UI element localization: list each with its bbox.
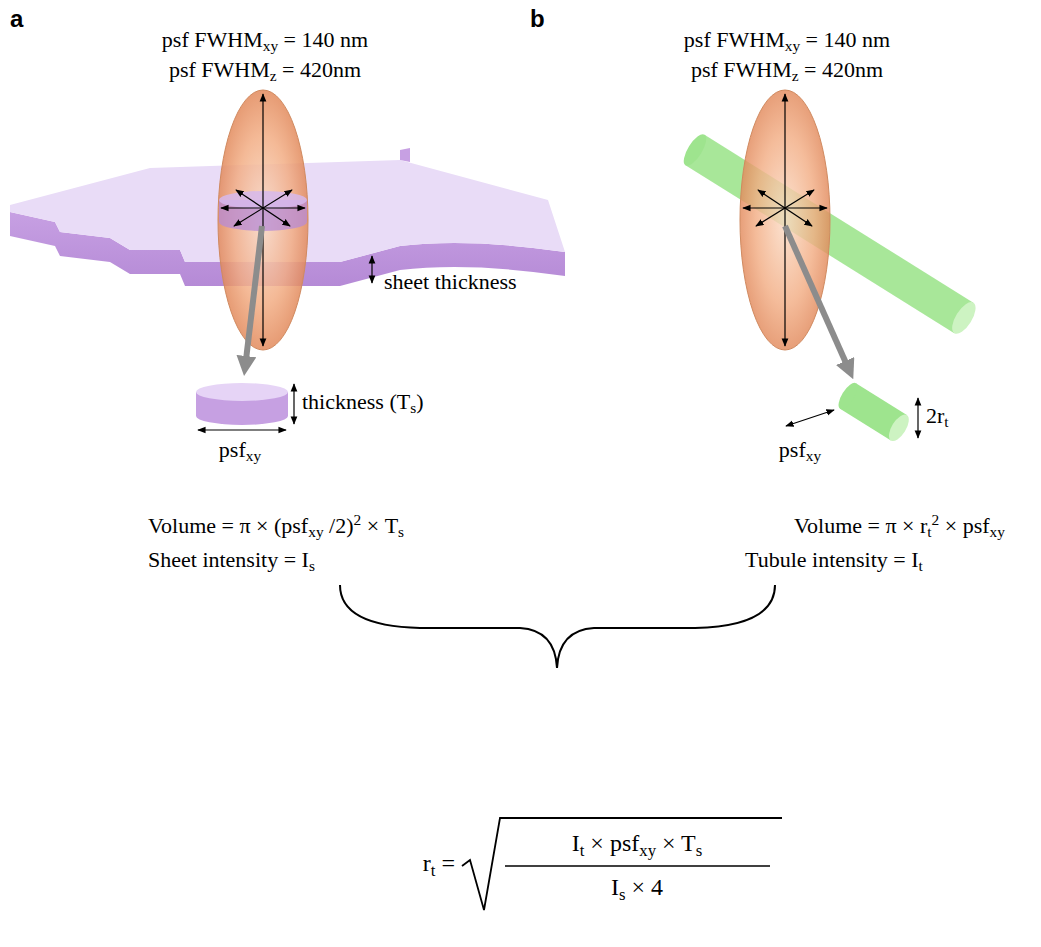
axis-arrows <box>234 190 292 226</box>
dimension-label: 2rt <box>926 402 949 430</box>
tubule-segment <box>835 380 913 444</box>
er-sheet <box>400 148 410 162</box>
er-tubule <box>680 131 711 169</box>
brace <box>340 585 775 668</box>
formula-strokes <box>462 818 782 910</box>
tubule-segment <box>835 380 861 412</box>
axis-arrows <box>758 190 812 226</box>
dimension-label: psfxy <box>779 436 821 464</box>
dimension-arrows <box>786 410 834 426</box>
dimension-label: psfxy <box>219 436 261 464</box>
psf-size-label: psf FWHMz = 420nm <box>691 56 883 84</box>
psf-size-label: psf FWHMxy = 140 nm <box>684 26 890 54</box>
thickness-arrow <box>371 256 372 283</box>
zoom-arrow <box>785 226 850 372</box>
brace <box>340 585 775 668</box>
axis-arrows <box>262 94 263 346</box>
formula-strokes <box>505 865 770 867</box>
radius-equation: rt = <box>423 848 455 878</box>
panel-label: a <box>10 4 23 34</box>
panel-label: b <box>530 4 545 34</box>
er-tubule <box>948 298 981 337</box>
sheet-disc <box>196 383 288 401</box>
dimension-arrows <box>198 384 294 430</box>
dimension-arrows <box>917 398 918 438</box>
psf-ellipsoid <box>740 90 830 350</box>
thickness-arrow <box>371 256 372 283</box>
psf-ellipsoid <box>218 90 308 350</box>
dimension-label: sheet thickness <box>384 268 517 296</box>
psf-size-label: psf FWHMz = 420nm <box>169 56 361 84</box>
dimension-arrows <box>786 398 918 438</box>
zoom-arrow <box>245 226 262 368</box>
axis-arrows <box>236 190 290 226</box>
tubule-segment <box>885 411 913 444</box>
volume-equation: Volume = π × (psfxy /2)2 × Ts <box>148 512 404 540</box>
zoom-arrow <box>785 226 850 372</box>
dimension-arrows <box>293 384 294 424</box>
axis-arrows <box>743 94 827 346</box>
axis-arrows <box>221 94 305 346</box>
axis-arrows <box>756 190 814 226</box>
volume-equation: Volume = π × rt2 × psfxy <box>794 512 1005 540</box>
intensity-label: Tubule intensity = It <box>745 546 923 574</box>
zoom-arrow <box>245 226 262 368</box>
equation-numerator: It × psfxy × Ts <box>572 828 703 858</box>
formula-strokes <box>462 818 782 910</box>
dimension-arrows <box>198 429 286 430</box>
axis-arrows <box>784 94 785 346</box>
sheet-disc <box>196 383 288 425</box>
psf-size-label: psf FWHMxy = 140 nm <box>162 26 368 54</box>
psf-ellipsoid <box>218 90 308 350</box>
intensity-label: Sheet intensity = Is <box>148 546 315 574</box>
psf-ellipsoid <box>740 90 830 350</box>
dimension-label: thickness (Ts) <box>302 388 423 416</box>
equation-denominator: Is × 4 <box>611 872 663 902</box>
